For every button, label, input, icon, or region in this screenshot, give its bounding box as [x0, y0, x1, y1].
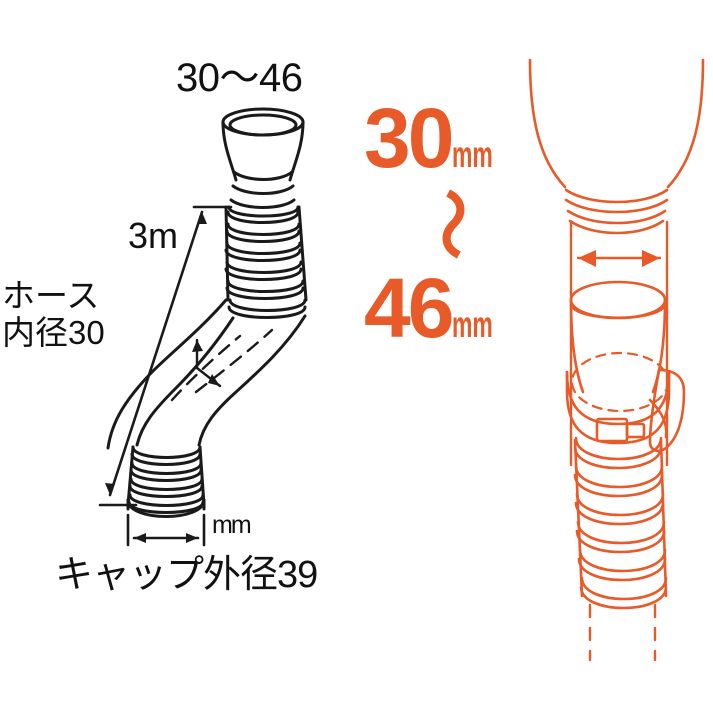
corrugated-section-upper: [224, 170, 308, 319]
callout-min-unit: mm: [452, 134, 494, 175]
corrugated-section-lower: [126, 445, 206, 518]
outlet-thread-rings: [564, 188, 669, 235]
length-dimension-3m: [98, 205, 233, 507]
tapered-nozzle: [221, 107, 305, 182]
fit-range-callout: 30 mm 〜 46 mm: [362, 96, 542, 358]
label-cap-outer-diameter: キャップ外径39: [55, 554, 318, 596]
callout-range-separator: 〜: [410, 187, 491, 261]
hose-nozzle-cup: [569, 280, 667, 394]
label-unit-mm: mm: [212, 511, 252, 539]
worm-drive-hose-clamp: [565, 370, 671, 445]
callout-max-row: 46 mm: [364, 266, 518, 350]
inner-diameter-arrows: [192, 338, 222, 388]
label-hose-inner-diameter: ホース 内径30: [2, 277, 105, 352]
corrugated-hose-section: [573, 436, 668, 610]
label-hose-inner-line1: ホース: [2, 277, 100, 314]
inner-diameter-leader: [170, 328, 274, 402]
clamp-screw-housing: [595, 417, 646, 443]
callout-min-row: 30 mm: [364, 96, 518, 180]
label-nozzle-range: 30〜46: [176, 56, 303, 100]
tank-outlet-funnel: [528, 58, 705, 189]
callout-max-unit: mm: [452, 304, 494, 345]
callout-min-value: 30: [364, 91, 454, 185]
label-hose-inner-line2: 内径30: [2, 313, 105, 351]
outlet-diameter-dimension: [569, 220, 669, 467]
label-hose-length: 3m: [128, 215, 179, 256]
flexible-hose-body: [106, 298, 307, 450]
clamp-lever-tab: [648, 368, 686, 453]
callout-max-value: 46: [364, 261, 454, 355]
cap-outer-diameter-dimension: [126, 513, 206, 547]
hose-continuation-dashed-lines: [588, 603, 657, 662]
